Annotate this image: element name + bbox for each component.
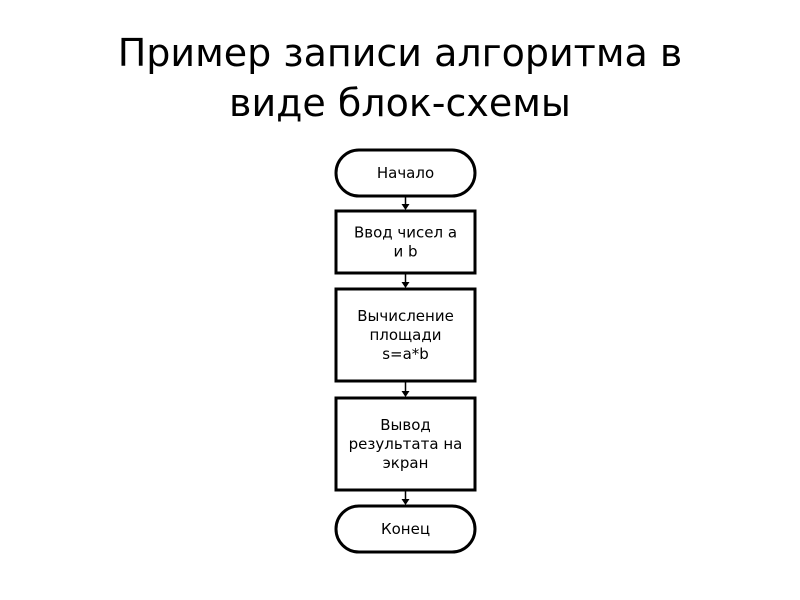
node-label-line: Вывод bbox=[380, 416, 431, 434]
node-label-line: Ввод чисел a bbox=[354, 224, 457, 242]
arrowhead-3 bbox=[401, 391, 410, 397]
arrowhead-2 bbox=[401, 282, 410, 288]
flow-node-input: Ввод чисел aи b bbox=[334, 209, 477, 275]
process-shape bbox=[334, 287, 477, 383]
node-label-line: площади bbox=[369, 326, 441, 344]
arrowhead-1 bbox=[401, 204, 410, 210]
node-label-line: Начало bbox=[377, 164, 434, 182]
slide-title: Пример записи алгоритма в виде блок-схем… bbox=[0, 28, 800, 128]
node-label-line: результата на bbox=[349, 435, 463, 453]
process-shape bbox=[334, 209, 477, 275]
flow-node-end: Конец bbox=[334, 504, 477, 554]
process-shape bbox=[334, 396, 477, 492]
slide-title-line-2: виде блок-схемы bbox=[229, 81, 571, 125]
arrowhead-4 bbox=[401, 499, 410, 505]
node-label-line: экран bbox=[383, 454, 429, 472]
node-label-line: Конец bbox=[381, 520, 430, 538]
node-label-line: s=a*b bbox=[382, 345, 429, 363]
terminator-shape bbox=[334, 148, 477, 198]
flow-node-start: Начало bbox=[334, 148, 477, 198]
terminator-shape bbox=[334, 504, 477, 554]
node-label-line: и b bbox=[393, 243, 417, 261]
slide-title-line-1: Пример записи алгоритма в bbox=[117, 31, 683, 75]
node-label-line: Вычисление bbox=[357, 307, 454, 325]
